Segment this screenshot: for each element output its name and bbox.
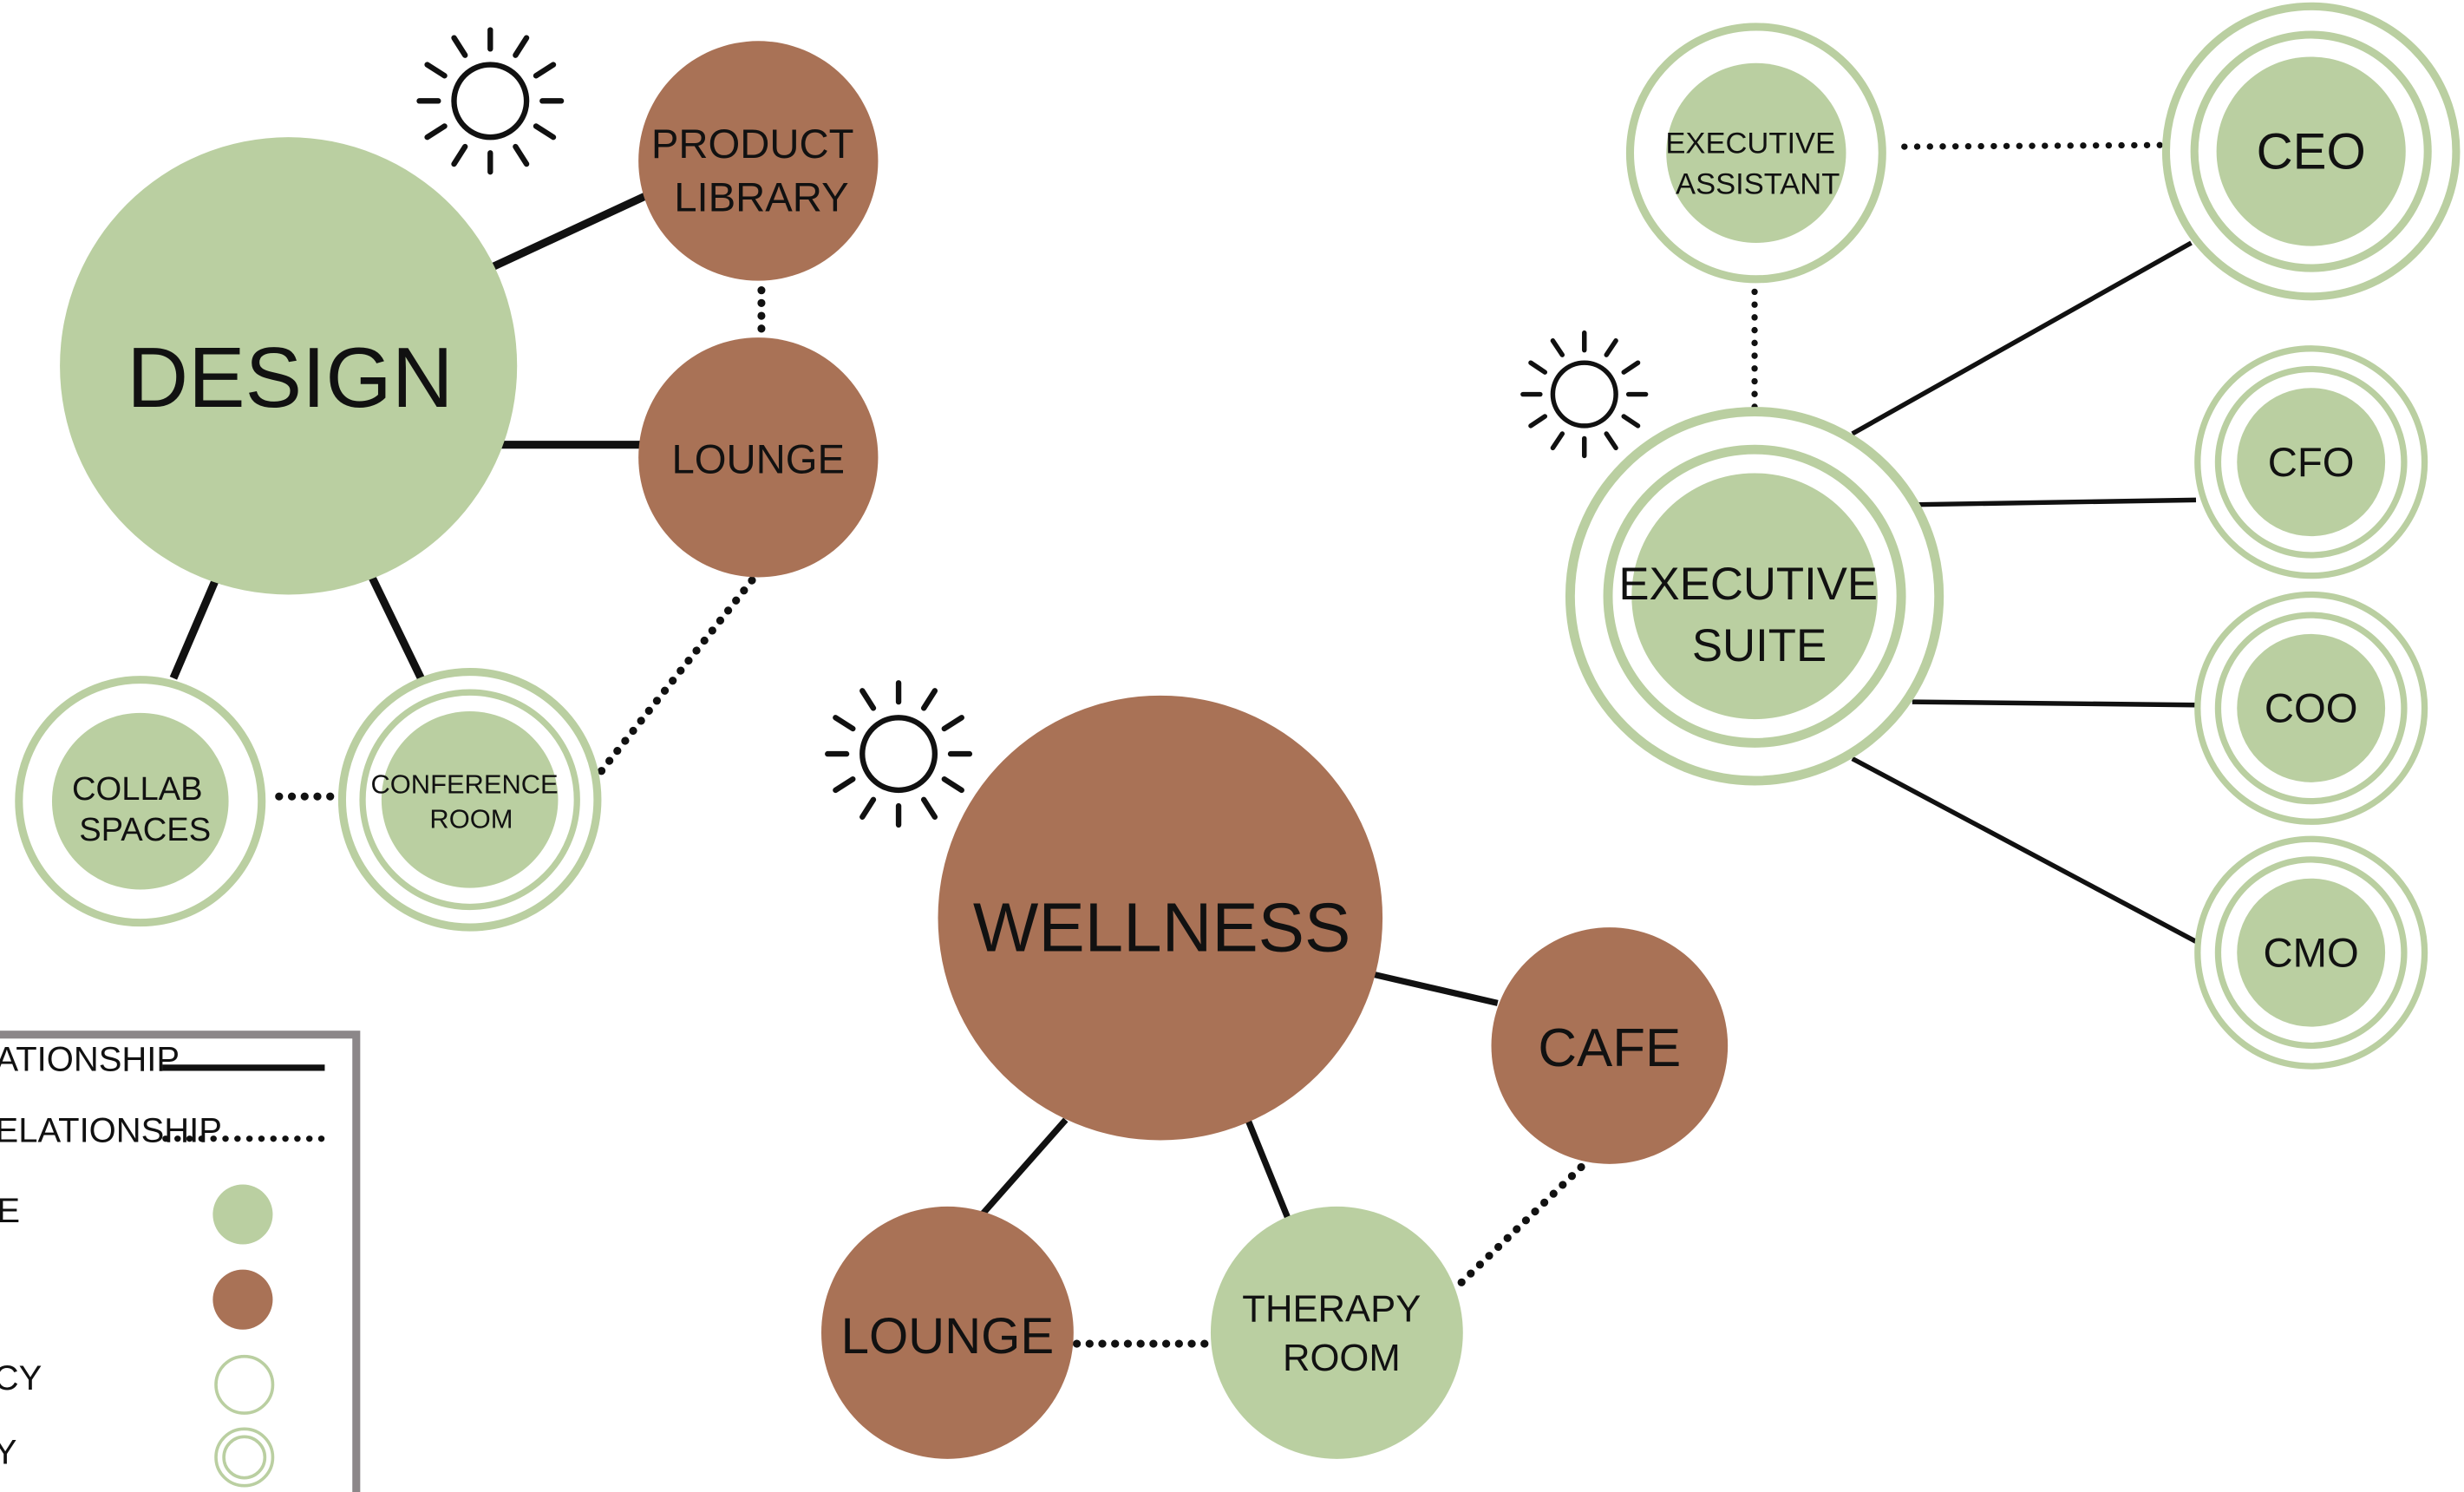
svg-text:COLLAB SPACES: COLLAB SPACES [72, 770, 212, 848]
line-design-collab-spaces [169, 577, 220, 680]
dotted-lounge-conference-room [593, 576, 756, 781]
legend-brown-circle [212, 1269, 273, 1330]
node-conference-room-label-line1: CONFERENCE [370, 769, 558, 800]
node-collab-spaces: COLLAB SPACES [15, 676, 266, 927]
node-executive-assistant-label-line1: EXECUTIVE [1665, 127, 1835, 160]
node-therapy-room-label-line2: ROOM [1283, 1338, 1401, 1379]
node-executive-suite-label-line1: EXECUTIVE [1618, 559, 1878, 610]
legend: ATIONSHIP ELATIONSHIP E CY Y [0, 1031, 361, 1492]
connections [169, 141, 2198, 1348]
legend-frame [0, 1031, 361, 1492]
node-executive-suite: EXECUTIVE SUITE [1565, 407, 1944, 786]
legend-single-ring [214, 1354, 275, 1415]
node-product-library-label-line2: LIBRARY [674, 175, 848, 221]
node-cmo-label: CMO [2264, 931, 2359, 977]
line-wellness-lounge [979, 1117, 1069, 1217]
node-cafe-label: CAFE [1538, 1018, 1681, 1078]
node-cfo: CFO [2194, 345, 2428, 579]
sun-icon [1520, 330, 1649, 459]
node-collab-spaces-label-line2: SPACES [79, 811, 211, 848]
node-lounge-design: LOUNGE [638, 337, 879, 578]
node-lounge-wellness-label: LOUNGE [841, 1308, 1055, 1364]
legend-label-green: E [0, 1192, 20, 1230]
node-collab-spaces-label-line1: COLLAB [72, 770, 203, 808]
node-wellness-label: WELLNESS [973, 888, 1350, 965]
line-suite-cfo [1912, 497, 2197, 507]
legend-label-solid: ATIONSHIP [0, 1041, 180, 1079]
node-wellness: WELLNESS [938, 695, 1383, 1141]
node-product-library: PRODUCT LIBRARY [638, 41, 879, 281]
node-ceo: CEO [2161, 2, 2461, 301]
node-lounge-design-label: LOUNGE [672, 436, 846, 482]
node-lounge-wellness: LOUNGE [821, 1206, 1074, 1459]
node-therapy-room: THERAPY ROOM [1210, 1206, 1463, 1459]
node-cafe: CAFE [1491, 927, 1729, 1164]
node-executive-suite-label-line2: SUITE [1692, 620, 1827, 671]
node-product-library-label-line1: PRODUCT [651, 121, 854, 167]
line-suite-ceo [1851, 240, 2193, 436]
node-cfo-label: CFO [2268, 440, 2355, 486]
node-therapy-room-label-line1: THERAPY [1242, 1289, 1421, 1331]
line-design-product-library [492, 192, 649, 271]
line-wellness-cafe [1374, 972, 1499, 1006]
node-ceo-label: CEO [2257, 124, 2366, 180]
svg-text:CONFERENCE ROOM: CONFERENCE ROOM [370, 769, 565, 834]
legend-green-circle [212, 1184, 273, 1245]
dotted-assistant-ceo [1901, 141, 2163, 150]
svg-text:EXECUTIVE ASSISTANT: EXECUTIVE ASSISTANT [1665, 127, 1843, 200]
line-wellness-therapy [1245, 1120, 1293, 1224]
node-design: DESIGN [60, 137, 518, 595]
node-conference-room-label-line2: ROOM [429, 804, 513, 834]
line-design-conference-room [367, 572, 427, 684]
line-suite-coo [1912, 699, 2197, 708]
node-cmo: CMO [2194, 835, 2428, 1070]
node-conference-room: CONFERENCE ROOM [337, 668, 602, 932]
node-executive-assistant-label-line2: ASSISTANT [1676, 168, 1840, 201]
legend-label-double-ring: Y [0, 1433, 16, 1471]
line-suite-cmo [1851, 756, 2198, 944]
sun-icon [825, 680, 973, 828]
svg-text:THERAPY ROOM: THERAPY ROOM [1242, 1289, 1431, 1379]
svg-text:EXECUTIVE SUITE: EXECUTIVE SUITE [1618, 559, 1890, 671]
legend-double-ring-inner [222, 1435, 267, 1480]
legend-label-dotted: ELATIONSHIP [0, 1111, 222, 1149]
svg-text:PRODUCT LIBRARY: PRODUCT LIBRARY [651, 121, 866, 221]
node-design-label: DESIGN [127, 330, 453, 425]
node-coo-label: COO [2265, 686, 2358, 732]
legend-label-single-ring: CY [0, 1359, 42, 1397]
dotted-cafe-therapy [1449, 1162, 1585, 1294]
node-executive-assistant: EXECUTIVE ASSISTANT [1625, 23, 1886, 284]
node-coo: COO [2194, 591, 2428, 825]
sun-icon [416, 27, 565, 175]
